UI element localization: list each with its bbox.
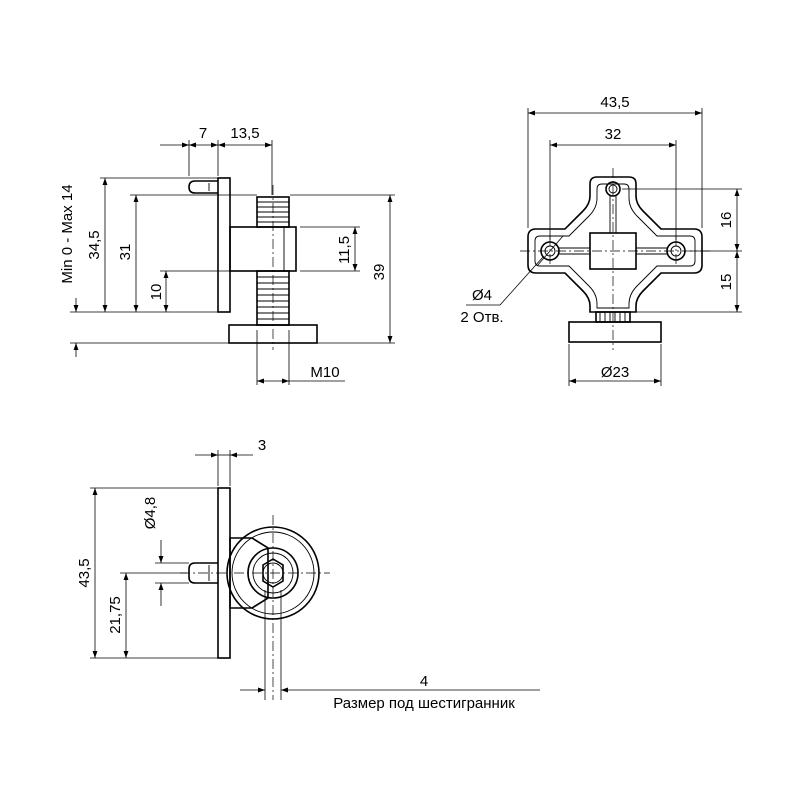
dim-15-label: 15 (718, 274, 735, 291)
dim-range-label: Min 0 - Max 14 (59, 184, 76, 283)
dim-21-75-label: 21,75 (107, 596, 124, 634)
pin (188, 180, 218, 194)
mounting-plate (217, 177, 231, 313)
side-view: 7 13,5 Min 0 - Max 14 34,5 31 10 11,5 39… (59, 125, 395, 385)
dim-31-label: 31 (117, 244, 134, 261)
dim-d4-8-label: Ø4,8 (142, 497, 159, 530)
hex-size-label: 4 (420, 673, 428, 690)
foot-disc (568, 321, 662, 343)
dim-7-label: 7 (199, 125, 207, 142)
dim-m10-label: M10 (310, 364, 339, 381)
body-block (229, 226, 297, 272)
dim-34-5-label: 34,5 (86, 230, 103, 259)
dim-10-label: 10 (148, 284, 165, 301)
dim-13-5-label: 13,5 (230, 125, 259, 142)
dim-23-label: Ø23 (601, 364, 629, 381)
hole-diameter-label: Ø4 (472, 287, 492, 304)
dim-11-5-label: 11,5 (336, 236, 353, 264)
dim-43-5-label: 43,5 (600, 94, 629, 111)
hex-caption-label: Размер под шестигранник (333, 695, 515, 712)
top-view: 3 Ø4,8 43,5 21,75 4 Размер под шестигран… (76, 437, 540, 712)
dim-32-label: 32 (605, 126, 622, 143)
hole-count-label: 2 Отв. (460, 309, 503, 326)
dim-39-label: 39 (371, 264, 388, 281)
front-view: 43,5 32 16 15 Ø4 2 Отв. Ø23 (460, 94, 742, 386)
dim-3-label: 3 (258, 437, 266, 454)
dim-16-label: 16 (718, 212, 735, 229)
dim-43-5-label: 43,5 (76, 558, 93, 587)
